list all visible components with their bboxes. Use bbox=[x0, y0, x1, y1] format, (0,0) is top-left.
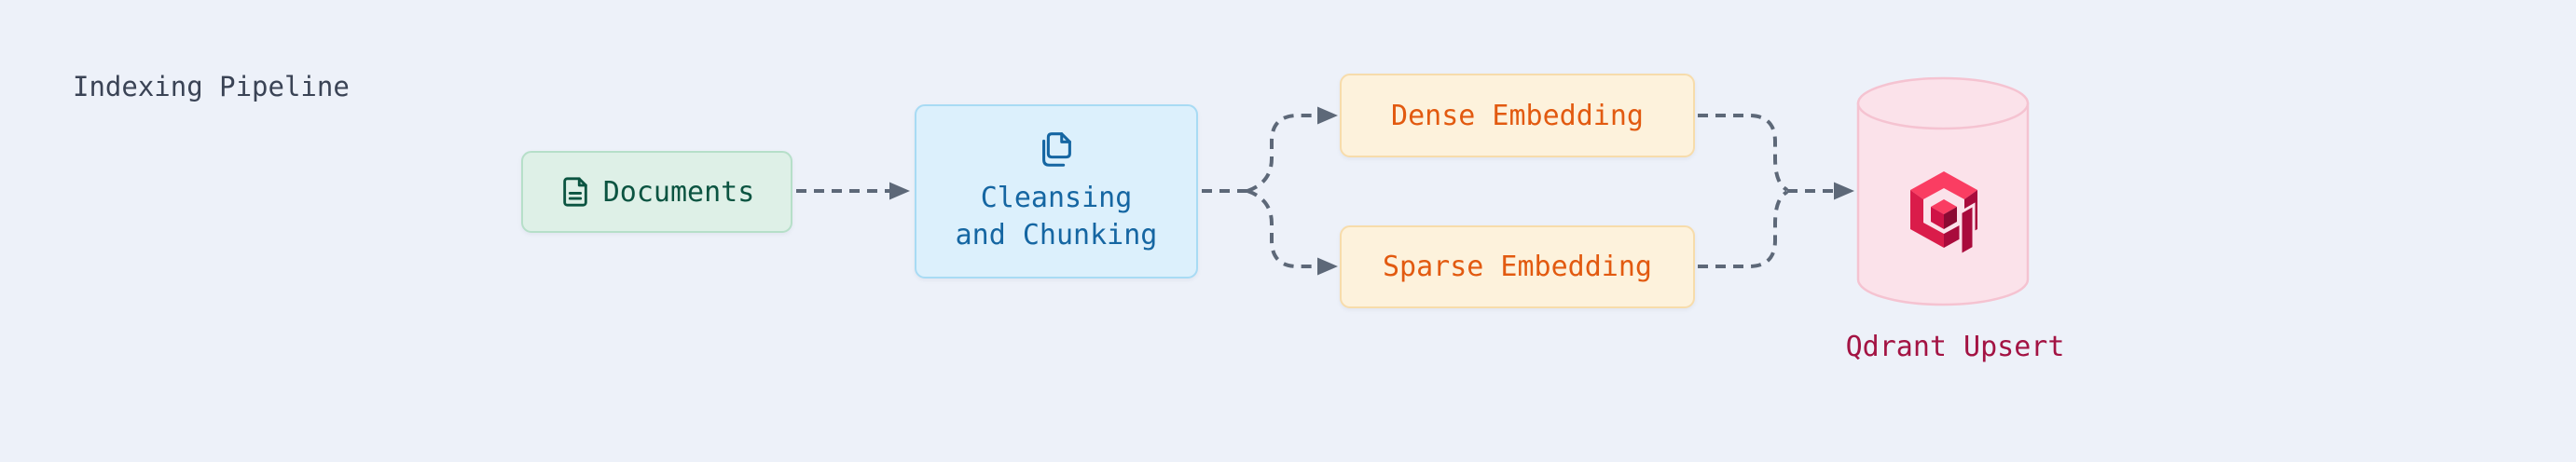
node-qdrant-upsert-label: Qdrant Upsert bbox=[1845, 331, 2065, 363]
edge-cleansing-to-sparse bbox=[1247, 189, 1320, 268]
qdrant-logo-left-band bbox=[1910, 190, 1944, 248]
node-sparse-embedding: Sparse Embedding bbox=[1340, 225, 1695, 308]
node-cleansing-chunking: Cleansing and Chunking bbox=[915, 104, 1198, 279]
node-dense-embedding: Dense Embedding bbox=[1340, 74, 1695, 157]
edge-cleansing-to-dense bbox=[1247, 114, 1320, 193]
arrowhead-dense bbox=[1317, 106, 1338, 125]
arrowhead-qdrant bbox=[1834, 182, 1854, 200]
arrowhead-sparse bbox=[1317, 257, 1338, 276]
qdrant-logo-cube-right bbox=[1944, 207, 1957, 229]
cleansing-label-line2: and Chunking bbox=[955, 219, 1158, 251]
diagram-title: Indexing Pipeline bbox=[73, 71, 350, 102]
edge-dense-to-merge bbox=[1698, 114, 1789, 192]
file-text-icon bbox=[562, 177, 587, 207]
qdrant-logo-cube-left bbox=[1931, 207, 1944, 229]
cylinder-top bbox=[1856, 76, 2030, 130]
node-cleansing-label: Cleansing and Chunking bbox=[956, 180, 1158, 254]
qdrant-cylinder bbox=[1856, 76, 2030, 306]
copy-icon bbox=[1042, 132, 1071, 167]
edge-sparse-to-merge bbox=[1698, 190, 1789, 268]
cleansing-label-line1: Cleansing bbox=[980, 182, 1133, 214]
node-documents-label: Documents bbox=[602, 175, 755, 209]
arrowhead-cleansing bbox=[889, 182, 910, 200]
node-sparse-embedding-label: Sparse Embedding bbox=[1383, 251, 1652, 283]
qdrant-logo-top-band bbox=[1910, 171, 1977, 199]
qdrant-logo-tail bbox=[1959, 202, 1976, 258]
node-documents: Documents bbox=[521, 151, 792, 233]
qdrant-logo-icon bbox=[1910, 171, 1977, 258]
node-dense-embedding-label: Dense Embedding bbox=[1391, 99, 1644, 132]
